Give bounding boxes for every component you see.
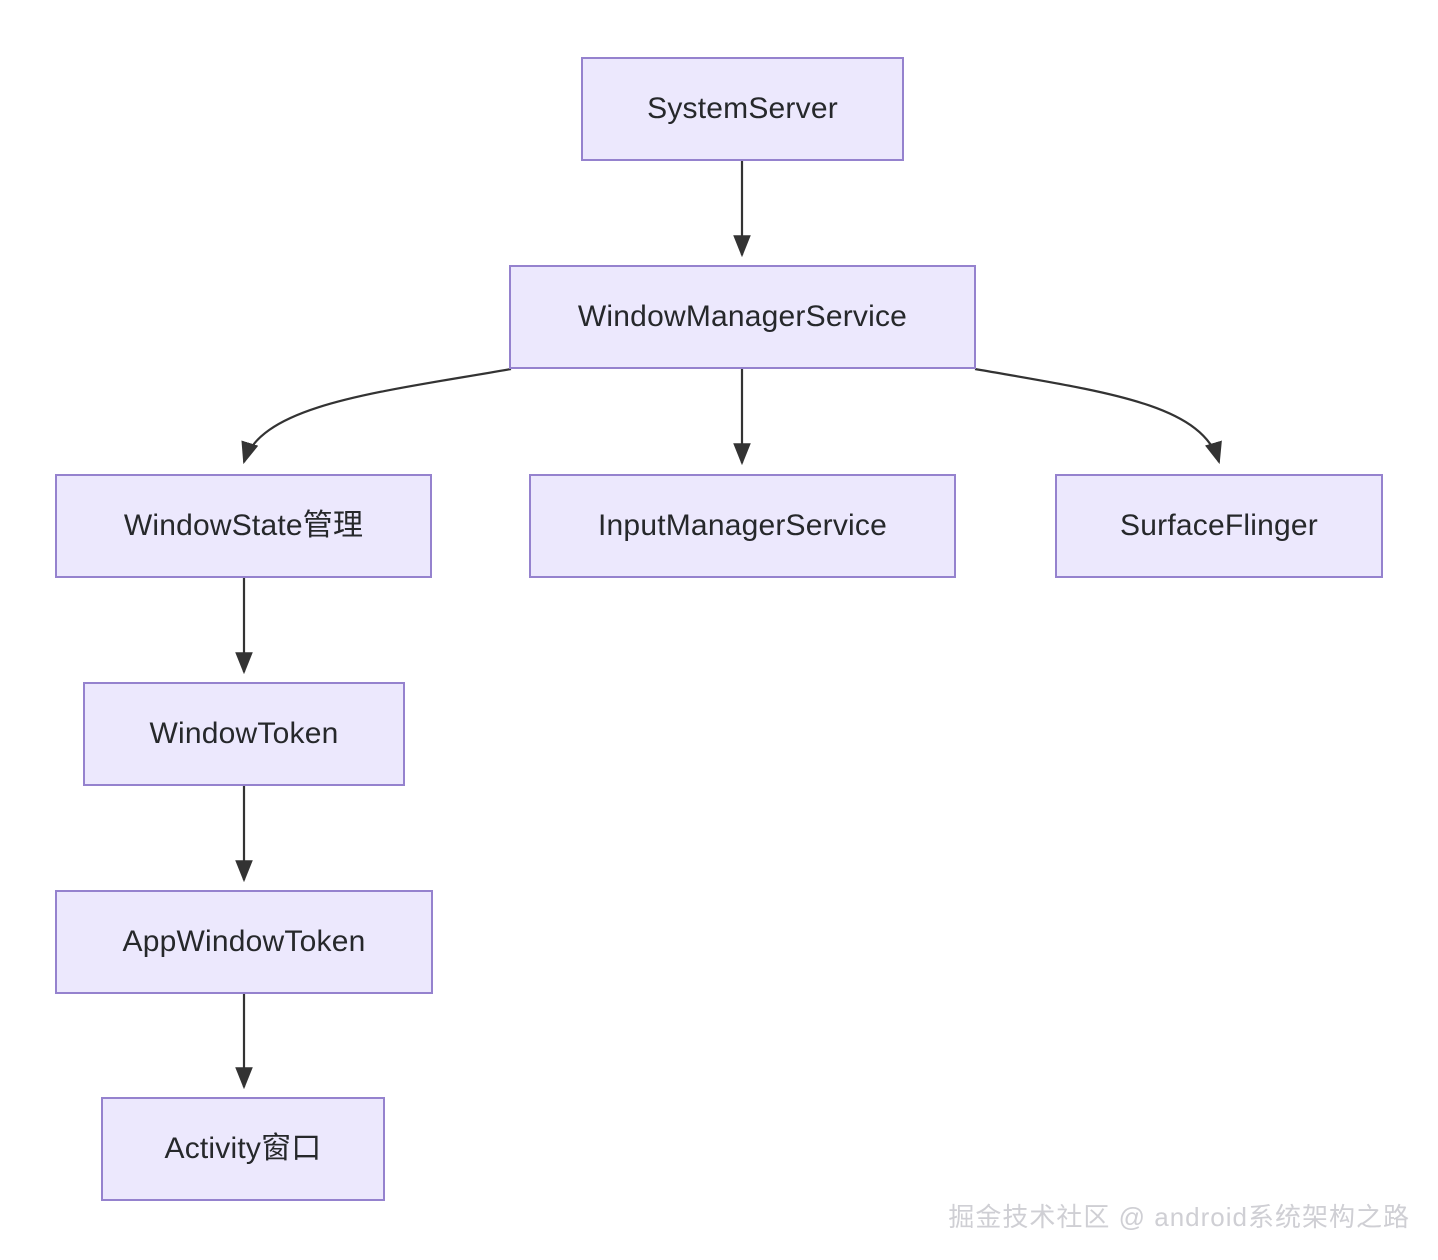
node-input-manager-service-label: InputManagerService [598, 509, 887, 542]
watermark-text: 掘金技术社区 @ android系统架构之路 [948, 1202, 1410, 1232]
node-window-state[interactable]: WindowState管理 [55, 474, 432, 578]
node-system-server[interactable]: SystemServer [581, 57, 904, 161]
node-window-manager-service[interactable]: WindowManagerService [509, 265, 976, 369]
node-window-token-label: WindowToken [149, 717, 339, 750]
node-activity-window[interactable]: Activity窗口 [101, 1097, 385, 1201]
node-app-window-token[interactable]: AppWindowToken [55, 890, 433, 994]
node-window-token[interactable]: WindowToken [83, 682, 405, 786]
node-input-manager-service[interactable]: InputManagerService [529, 474, 956, 578]
node-system-server-label: SystemServer [647, 92, 838, 125]
node-window-state-label: WindowState管理 [123, 509, 364, 542]
node-surface-flinger-label: SurfaceFlinger [1120, 509, 1318, 542]
node-activity-window-label: Activity窗口 [164, 1132, 322, 1165]
edge-window-manager-service-to-surface-flinger [974, 367, 1222, 465]
node-surface-flinger[interactable]: SurfaceFlinger [1055, 474, 1383, 578]
edge-window-manager-service-to-window-state [241, 367, 512, 465]
node-app-window-token-label: AppWindowToken [122, 925, 366, 958]
node-window-manager-service-label: WindowManagerService [577, 300, 908, 333]
